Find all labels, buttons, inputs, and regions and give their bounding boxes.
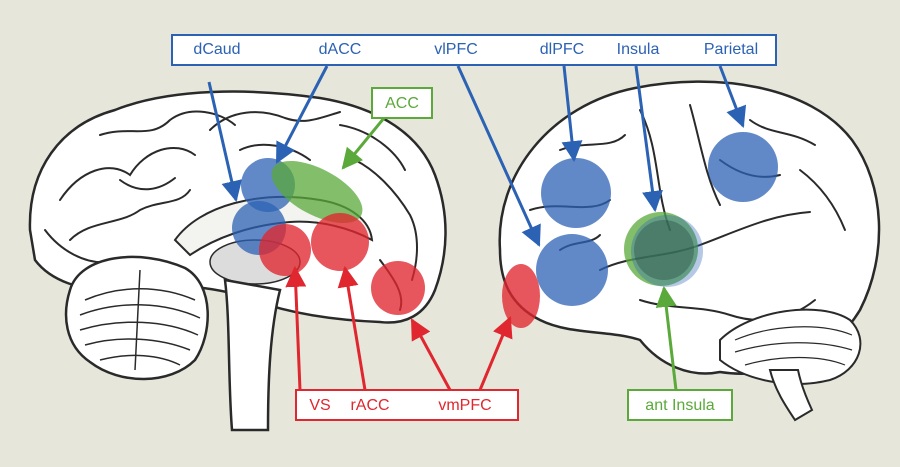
region-dlpfc-marker	[541, 158, 611, 228]
region-vs-marker	[259, 224, 311, 276]
label-vs: VS	[309, 397, 330, 414]
label-dcaud: dCaud	[193, 41, 240, 58]
arrow-vs	[285, 265, 307, 391]
arrow-acc	[341, 117, 386, 170]
label-insula: Insula	[617, 41, 660, 58]
arrow-dlpfc	[561, 65, 583, 163]
arrow-racc	[337, 265, 367, 391]
region-insula-overlay	[634, 220, 694, 280]
blue-arrows	[207, 65, 747, 247]
region-acc-marker	[271, 160, 363, 224]
label-racc: rACC	[350, 397, 389, 414]
label-parietal: Parietal	[704, 41, 758, 58]
label-vlpfc: vlPFC	[434, 41, 478, 58]
arrow-dacc	[275, 65, 329, 164]
brainstem	[223, 278, 282, 432]
region-racc-marker	[311, 213, 369, 271]
region-insula-marker	[631, 215, 703, 287]
arrow-ant-insula	[655, 285, 678, 391]
red-label-box	[295, 389, 519, 421]
ant-insula-label-box	[627, 389, 733, 421]
lateral-brainstem	[768, 369, 814, 422]
arrow-vmpfc-medial	[410, 318, 452, 391]
acc-label-box	[371, 87, 433, 119]
arrow-dcaud	[207, 81, 243, 203]
arrow-insula	[634, 65, 663, 213]
label-acc: ACC	[385, 95, 419, 112]
arrow-vlpfc	[456, 65, 541, 247]
blue-label-box	[171, 34, 777, 66]
label-dlpfc: dlPFC	[540, 41, 584, 58]
label-dacc: dACC	[319, 41, 362, 58]
red-arrows	[285, 265, 513, 391]
region-ant-insula-marker	[624, 212, 698, 286]
arrow-parietal	[718, 65, 747, 128]
region-vmpfc-lateral-marker	[502, 264, 540, 328]
region-parietal-marker	[708, 132, 778, 202]
label-ant-insula: ant Insula	[645, 397, 714, 414]
region-markers	[232, 132, 778, 328]
medial-brain-illustration	[28, 90, 447, 432]
region-vmpfc-medial-marker	[371, 261, 425, 315]
arrow-vmpfc-lateral	[478, 316, 513, 391]
label-vmpfc: vmPFC	[438, 397, 491, 414]
region-vlpfc-marker	[536, 234, 608, 306]
green-arrows	[341, 117, 678, 391]
